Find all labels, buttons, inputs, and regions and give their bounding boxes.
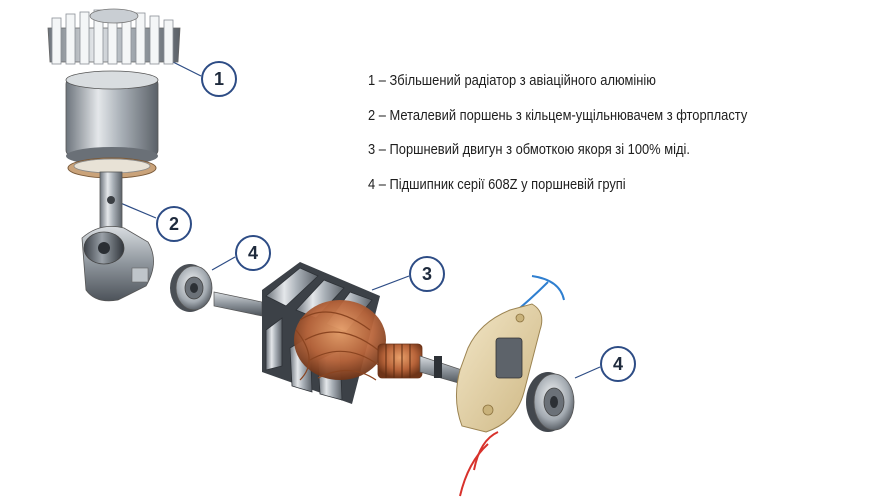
callout-2: 2	[156, 206, 192, 242]
leader-line-4b	[574, 366, 601, 379]
leader-line-2	[117, 201, 157, 219]
leader-lines	[117, 57, 601, 379]
legend-item-3: 3 – Поршневий двигун з обмоткою якоря зі…	[368, 141, 690, 158]
leader-line-4a	[211, 256, 236, 271]
heatsink-radiator	[47, 8, 181, 65]
leader-line-3	[371, 275, 410, 291]
legend-item-1: 1 – Збільшений радіатор з авіаційного ал…	[368, 72, 656, 89]
bearing-left	[170, 264, 213, 312]
legend-item-2: 2 – Металевий поршень з кільцем-ущільнюв…	[368, 106, 748, 124]
brush-holder	[456, 275, 565, 497]
callout-1: 1	[201, 61, 237, 97]
piston-assembly	[67, 157, 157, 302]
callout-4-left: 4	[235, 235, 271, 271]
piston-cylinder	[65, 70, 159, 165]
legend-item-4: 4 – Підшипник серії 608Z у поршневій гру…	[368, 175, 626, 193]
motor-armature	[213, 262, 463, 404]
callout-4-right: 4	[600, 346, 636, 382]
bearing-right	[526, 372, 575, 432]
parts-legend: 1 – Збільшений радіатор з авіаційного ал…	[368, 72, 809, 210]
callout-3: 3	[409, 256, 445, 292]
